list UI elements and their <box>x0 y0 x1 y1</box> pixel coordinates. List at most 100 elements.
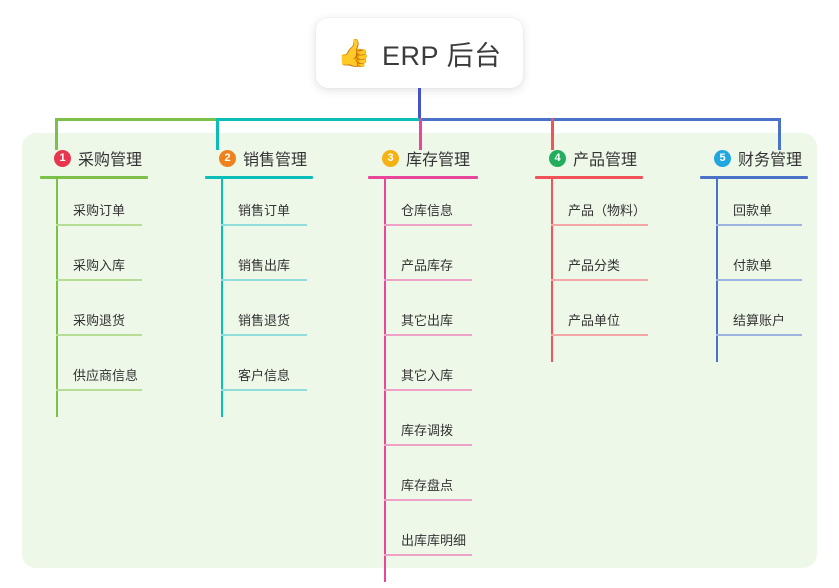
branch-spine <box>716 179 718 362</box>
leaf-underline <box>384 554 472 556</box>
leaf-label: 产品单位 <box>568 313 621 328</box>
leaf-underline <box>551 334 648 336</box>
leaf-label: 仓库信息 <box>401 203 454 218</box>
leaf-item[interactable]: 其它入库 <box>368 344 478 399</box>
leaf-underline <box>221 279 307 281</box>
branch-underline <box>40 176 148 179</box>
branch-drop <box>216 118 219 150</box>
leaf-label: 出库库明细 <box>401 533 467 548</box>
leaf-label: 付款单 <box>733 258 773 273</box>
leaf-item[interactable]: 采购退货 <box>40 289 148 344</box>
leaf-label: 销售出库 <box>238 258 291 273</box>
leaf-item[interactable]: 产品（物料） <box>535 179 648 234</box>
leaf-item[interactable]: 产品单位 <box>535 289 648 344</box>
leaf-underline <box>384 334 472 336</box>
leaf-item[interactable]: 付款单 <box>700 234 808 289</box>
leaf-item[interactable]: 产品分类 <box>535 234 648 289</box>
leaf-item[interactable]: 采购入库 <box>40 234 148 289</box>
branch-number-badge: 3 <box>382 149 399 167</box>
root-stem <box>418 88 421 121</box>
branch-column: 3 库存管理仓库信息产品库存其它出库其它入库库存调拨库存盘点出库库明细 <box>368 146 478 582</box>
leaf-label: 销售订单 <box>238 203 291 218</box>
leaf-label: 采购入库 <box>73 258 126 273</box>
leaf-label: 回款单 <box>733 203 773 218</box>
leaf-item[interactable]: 供应商信息 <box>40 344 148 399</box>
leaf-label: 采购订单 <box>73 203 126 218</box>
leaf-label: 产品分类 <box>568 258 621 273</box>
leaf-label: 其它入库 <box>401 368 454 383</box>
branch-body: 销售订单销售出库销售退货客户信息 <box>205 179 313 417</box>
leaf-label: 库存盘点 <box>401 478 454 493</box>
leaf-underline <box>551 224 648 226</box>
branch-body: 仓库信息产品库存其它出库其它入库库存调拨库存盘点出库库明细 <box>368 179 478 582</box>
leaf-underline <box>56 389 142 391</box>
root-node[interactable]: 👍 ERP 后台 <box>316 18 523 88</box>
branch-column: 5 财务管理回款单付款单结算账户 <box>700 146 808 362</box>
leaf-item[interactable]: 采购订单 <box>40 179 148 234</box>
branch-underline <box>368 176 478 179</box>
leaf-item[interactable]: 销售退货 <box>205 289 313 344</box>
leaf-label: 客户信息 <box>238 368 291 383</box>
leaf-item[interactable]: 库存调拨 <box>368 399 478 454</box>
branch-spine <box>221 179 223 417</box>
leaf-underline <box>384 389 472 391</box>
branch-body: 回款单付款单结算账户 <box>700 179 808 362</box>
branch-drop <box>419 118 422 150</box>
leaf-underline <box>221 389 307 391</box>
branch-header[interactable]: 4 产品管理 <box>535 146 643 170</box>
branch-drop <box>551 118 554 150</box>
leaf-underline <box>384 224 472 226</box>
leaf-underline <box>384 499 472 501</box>
branch-spine <box>551 179 553 362</box>
branch-title: 采购管理 <box>78 152 143 169</box>
bus-segment <box>419 118 551 121</box>
branch-number-badge: 5 <box>714 149 731 167</box>
leaf-item[interactable]: 出库库明细 <box>368 509 478 564</box>
branch-spine <box>56 179 58 417</box>
leaf-underline <box>56 334 142 336</box>
leaf-label: 采购退货 <box>73 313 126 328</box>
leaf-item[interactable]: 销售出库 <box>205 234 313 289</box>
leaf-label: 产品（物料） <box>568 203 647 218</box>
branch-underline <box>205 176 313 179</box>
branch-title: 产品管理 <box>573 152 638 169</box>
leaf-item[interactable]: 销售订单 <box>205 179 313 234</box>
branch-title: 库存管理 <box>406 152 471 169</box>
leaf-item[interactable]: 库存盘点 <box>368 454 478 509</box>
leaf-underline <box>716 279 802 281</box>
bus-segment <box>551 118 778 121</box>
branch-spine <box>384 179 386 582</box>
bus-segment <box>55 118 216 121</box>
leaf-label: 库存调拨 <box>401 423 454 438</box>
leaf-underline <box>384 279 472 281</box>
leaf-label: 供应商信息 <box>73 368 139 383</box>
branch-header[interactable]: 5 财务管理 <box>700 146 808 170</box>
leaf-item[interactable]: 仓库信息 <box>368 179 478 234</box>
branch-drop <box>55 118 58 150</box>
branch-column: 4 产品管理产品（物料） 产品分类产品单位 <box>535 146 648 362</box>
bus-segment <box>216 118 419 121</box>
branch-header[interactable]: 3 库存管理 <box>368 146 478 170</box>
branch-title: 财务管理 <box>738 152 803 169</box>
branch-number-badge: 4 <box>549 149 566 167</box>
leaf-underline <box>384 444 472 446</box>
leaf-item[interactable]: 其它出库 <box>368 289 478 344</box>
leaf-underline <box>221 334 307 336</box>
leaf-item[interactable]: 结算账户 <box>700 289 808 344</box>
leaf-item[interactable]: 客户信息 <box>205 344 313 399</box>
leaf-label: 结算账户 <box>733 313 786 328</box>
branch-drop <box>778 118 781 150</box>
branch-number-badge: 2 <box>219 149 236 167</box>
thumbs-up-icon: 👍 <box>337 37 372 68</box>
leaf-underline <box>56 224 142 226</box>
root-title: ERP 后台 <box>382 40 502 71</box>
leaf-item[interactable]: 回款单 <box>700 179 808 234</box>
leaf-item[interactable]: 产品库存 <box>368 234 478 289</box>
leaf-label: 其它出库 <box>401 313 454 328</box>
leaf-underline <box>716 334 802 336</box>
leaf-underline <box>56 279 142 281</box>
